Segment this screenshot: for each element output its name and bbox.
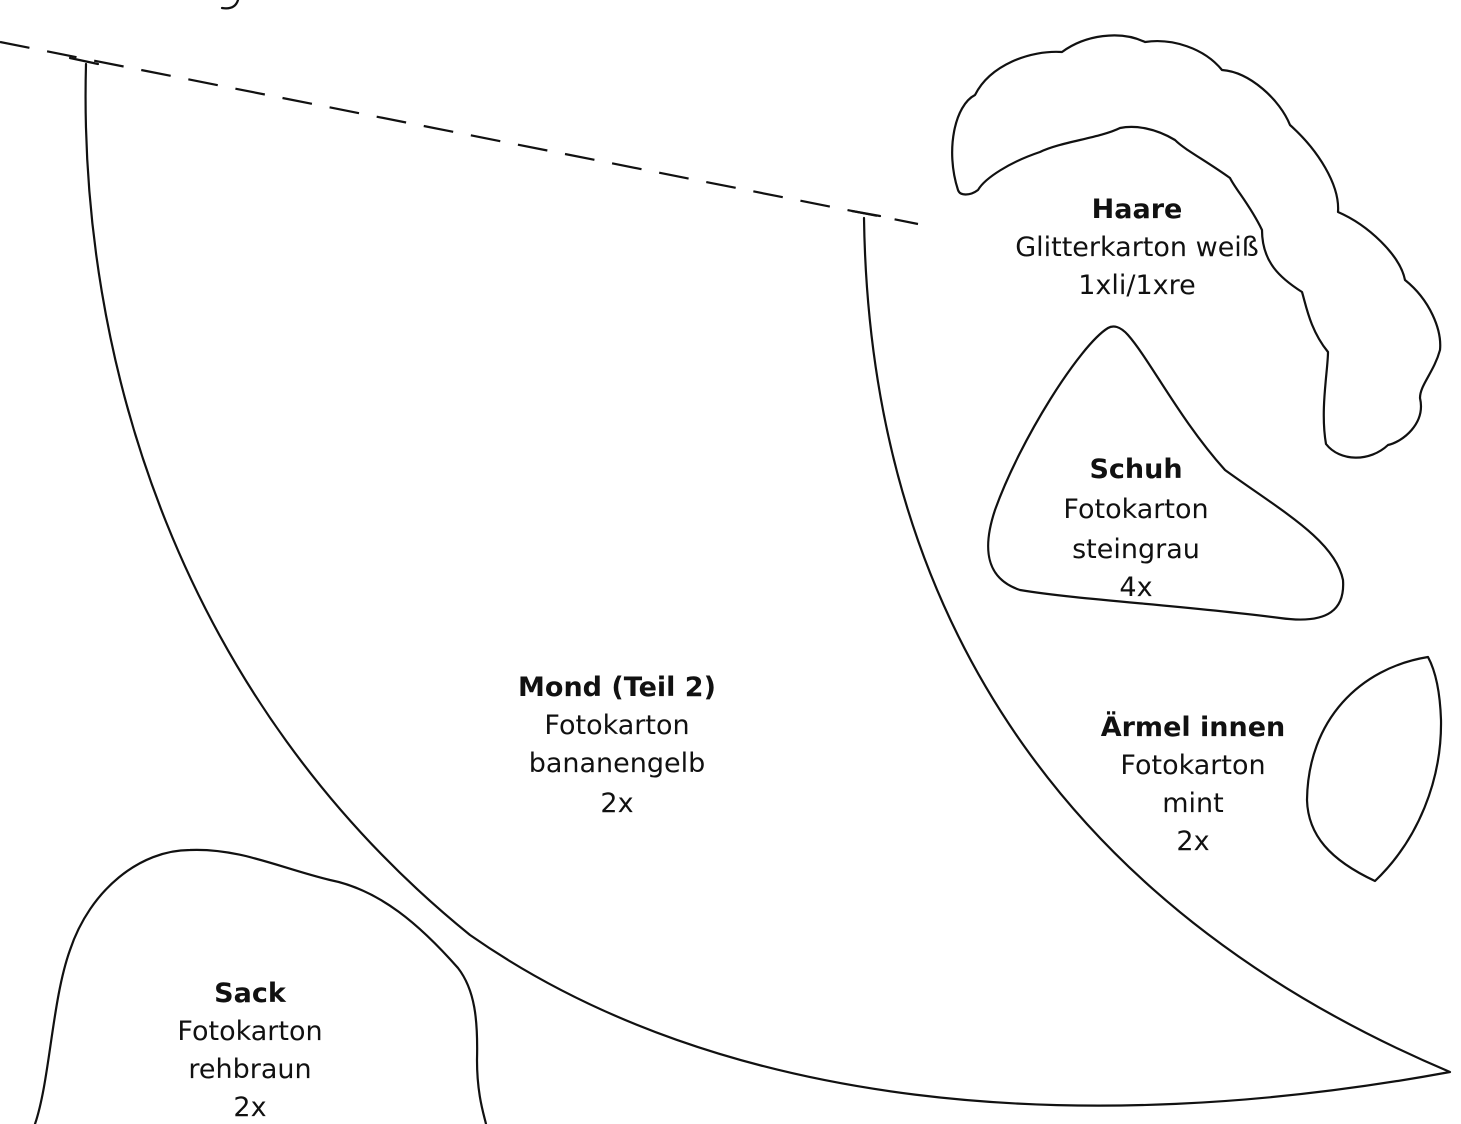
aermel-innen-label: Ärmel innen Fotokarton mint 2x [1101,711,1286,857]
sack-outline [33,848,488,1124]
fold-line [0,40,919,226]
mond-label: Mond (Teil 2) Fotokarton bananengelb 2x [518,672,716,819]
aermel-innen-name: Ärmel innen [1101,711,1286,743]
fold-tick-right [850,209,882,218]
schuh-material: Fotokarton [1063,494,1208,525]
mond-outline [84,62,1452,1107]
schuh-name: Schuh [1089,454,1182,485]
schuh-outline [987,325,1345,621]
aermel-innen-material: Fotokarton [1120,750,1265,781]
schuh-count: 4x [1119,572,1152,603]
haare-count: 1xli/1xre [1078,270,1196,301]
mond-name: Mond (Teil 2) [518,672,716,703]
sack-material: Fotokarton [177,1016,322,1047]
schuh-color: steingrau [1072,534,1200,565]
haare-material: Glitterkarton weiß [1015,232,1259,263]
mond-count: 2x [600,788,633,819]
mond-material: Fotokarton [544,710,689,741]
sack-name: Sack [214,978,287,1009]
aermel-innen-count: 2x [1176,826,1209,857]
haare-outline [951,34,1442,459]
fold-tick-left [68,56,100,66]
aermel-innen-outline [1305,655,1443,883]
mond-color: bananengelb [529,748,706,779]
sack-count: 2x [233,1092,266,1123]
haare-label: Haare Glitterkarton weiß 1xli/1xre [1015,194,1259,301]
schuh-label: Schuh Fotokarton steingrau 4x [1063,454,1208,603]
partial-outline-top [220,0,240,10]
sack-label: Sack Fotokarton rehbraun 2x [177,978,322,1123]
haare-name: Haare [1092,194,1183,225]
aermel-innen-color: mint [1162,788,1224,819]
sack-color: rehbraun [188,1054,311,1085]
